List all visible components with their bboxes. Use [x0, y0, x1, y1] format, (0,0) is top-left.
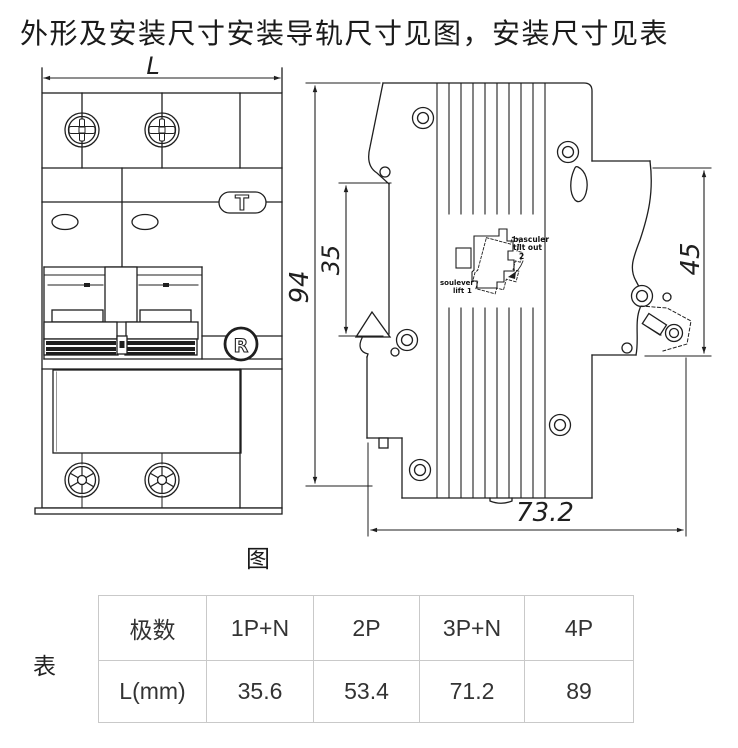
- fins: [436, 83, 546, 498]
- mount-note-lift-en: lift: [453, 287, 465, 295]
- table-value-4p: 89: [524, 660, 633, 722]
- latch-detail: [640, 305, 692, 352]
- din-clip: [354, 310, 392, 338]
- reset-button-label: R: [234, 335, 249, 357]
- rivet-icon: [395, 106, 654, 482]
- kidney-slot: [570, 165, 588, 203]
- test-button-label: T: [235, 191, 249, 215]
- figure-caption: 图: [246, 546, 270, 573]
- mount-note-lift-step: 1: [467, 287, 472, 295]
- table-value-1pn: 35.6: [206, 660, 313, 722]
- terminal-screw-icon: [144, 112, 180, 148]
- table-header-3pn: 3P+N: [419, 596, 524, 660]
- mounting-inset: basculer tilt out 2 soulever lift 1: [440, 228, 549, 295]
- dim-height-94: 94: [285, 82, 381, 487]
- dim-depth-73-2: 73.2: [367, 357, 687, 537]
- dim-label-45: 45: [676, 242, 706, 275]
- dim-rail-35: 35: [317, 182, 392, 337]
- table-header-2p: 2P: [313, 596, 419, 660]
- dimension-table: 极数 1P+N 2P 3P+N 4P L(mm) 35.6 53.4 71.2 …: [98, 595, 634, 723]
- din-rail-slot: [354, 82, 392, 358]
- dim-width-L: L: [41, 52, 283, 93]
- label-window: [131, 213, 159, 231]
- front-view: L: [34, 52, 283, 515]
- table-value-3pn: 71.2: [419, 660, 524, 722]
- mount-note-tilt-en: tilt out: [513, 243, 542, 252]
- mount-note-lift-fr: soulever: [440, 279, 474, 287]
- dim-front-45: 45: [644, 167, 712, 357]
- table-header-4p: 4P: [524, 596, 633, 660]
- table-header-poles: 极数: [129, 617, 176, 643]
- table-value-2p: 53.4: [313, 660, 419, 722]
- technical-drawing: L: [34, 52, 712, 573]
- test-button: T: [218, 190, 267, 216]
- terminal-screw-icon: [64, 112, 100, 148]
- page-title: 外形及安装尺寸安装导轨尺寸见图，安装尺寸见表: [20, 18, 670, 49]
- dim-label-35: 35: [317, 245, 345, 276]
- table-header-1pn: 1P+N: [206, 596, 313, 660]
- reset-button: R: [223, 326, 259, 362]
- dim-label-L: L: [146, 52, 159, 80]
- mount-note-tilt-fr: basculer: [513, 235, 549, 244]
- rating-plate: [52, 369, 242, 454]
- dim-label-73-2: 73.2: [516, 498, 574, 528]
- front-edge: [631, 160, 652, 356]
- label-window: [51, 213, 79, 231]
- side-view: basculer tilt out 2 soulever lift 1 94 3…: [285, 82, 712, 537]
- dim-label-94: 94: [285, 270, 315, 303]
- toggle-handles: [41, 266, 283, 370]
- bottom-plate: [34, 507, 283, 515]
- mount-note-tilt-step: 2: [519, 252, 524, 261]
- table-caption: 表: [33, 653, 56, 679]
- table-row-label: L(mm): [99, 660, 206, 722]
